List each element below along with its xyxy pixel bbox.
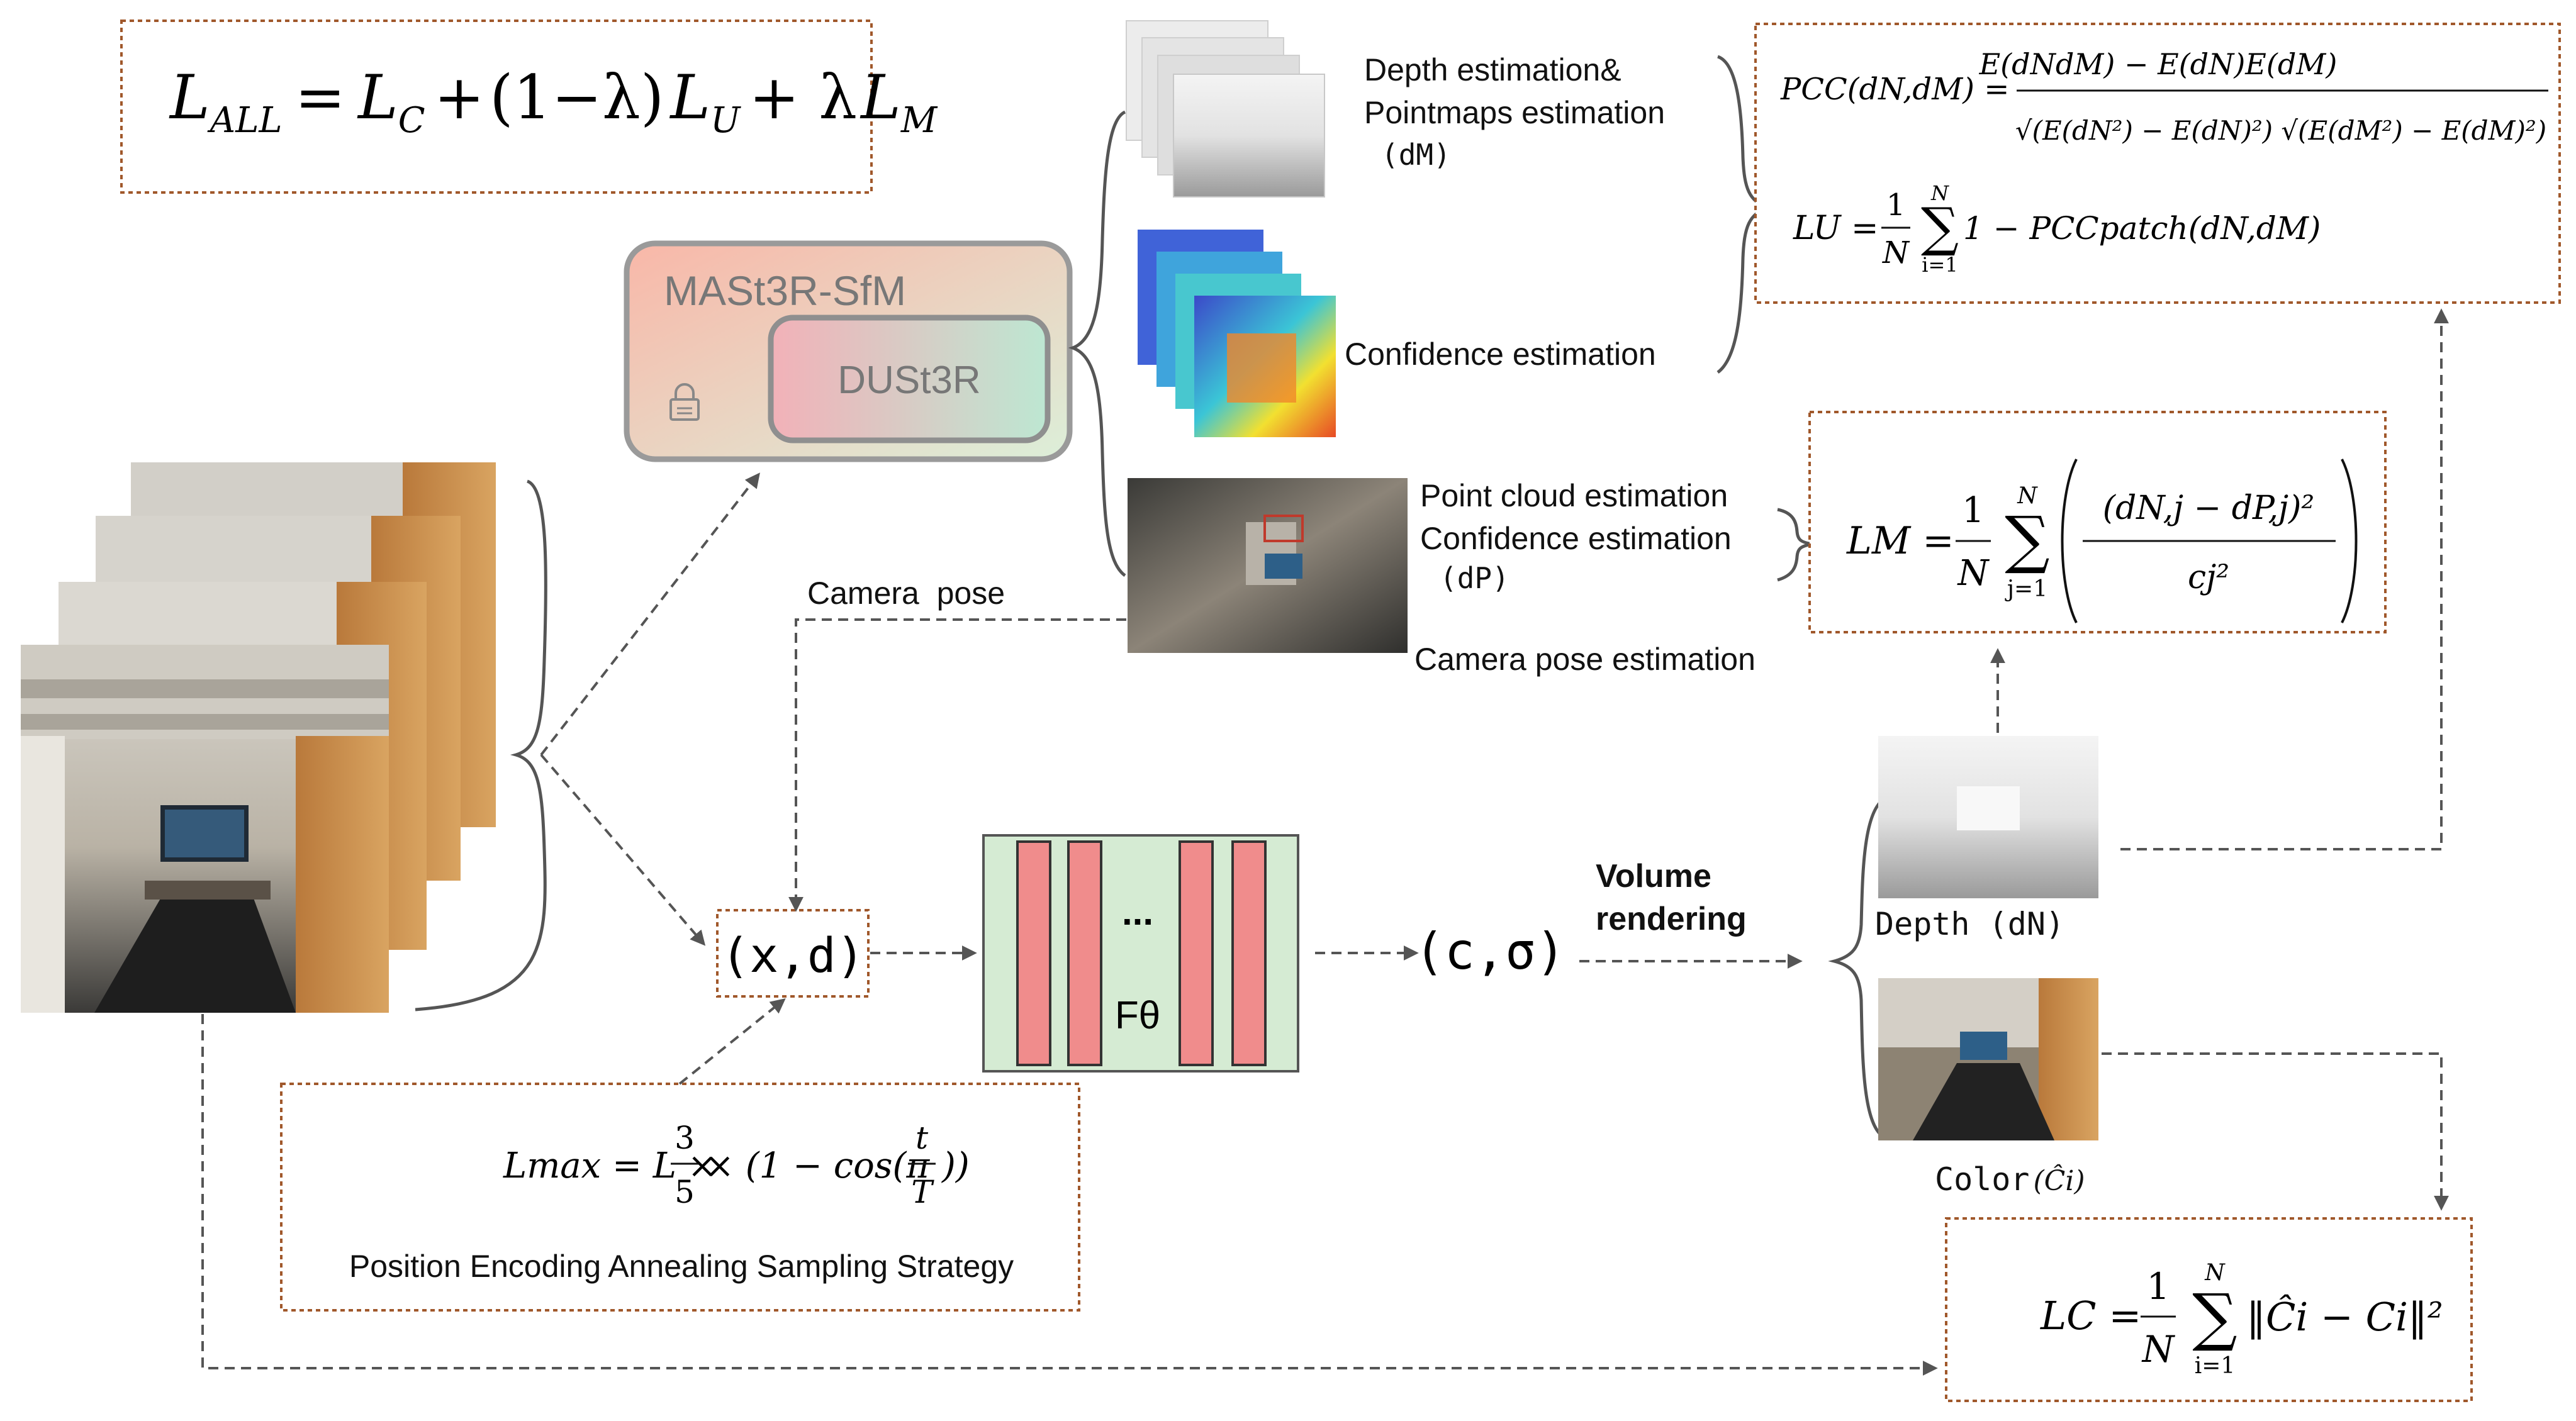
lm-sum-bot: j=1 [2005,576,2047,602]
lc-lhs: LC = [2040,1293,2141,1339]
lc-sum-sign: ∑ [2192,1280,2237,1354]
lmax-frac-num: 3 [675,1120,695,1156]
lmax-t: t [916,1120,929,1156]
network-label: Fθ [1115,994,1160,1037]
loss-all-box [120,20,873,194]
pcc-lhs: PCC(dN,dM) = [1780,72,2009,107]
camera-pose-label: Camera pose [807,576,1005,611]
lmax-frac-den: 5 [675,1174,695,1210]
lm-frac-num: 1 [1962,490,1985,531]
lm-left-paren [2061,459,2078,623]
arrow-input-to-lc [201,1014,1938,1376]
lc-body: ‖Ĉi − Ci‖² [2246,1294,2443,1340]
network-dots: ... [1122,891,1153,933]
lc-frac-den: N [2141,1328,2176,1371]
lm-right-paren [2341,459,2358,623]
lu-sum-top: N [1930,181,1949,205]
lmax-lhs: Lmax = L × [503,1145,717,1186]
network-layer-2 [1067,840,1102,1066]
lm-sum-sign: ∑ [2005,503,2049,576]
lu-body: 1 − PCCpatch(dN,dM) [1963,210,2321,247]
dust3r-label: DUSt3R [837,359,980,402]
depth-estimation-line1: Depth estimation& [1364,52,1621,87]
depth-estimation-line2: Pointmaps estimation [1364,95,1665,130]
input-images-stack [21,462,496,1013]
arrow-input-to-xd [540,754,706,946]
annealing-label: Position Encoding Annealing Sampling Str… [349,1249,1014,1284]
arrow-input-to-mast3r [540,472,760,756]
rendered-color-image [1878,978,2098,1140]
pcc-numerator: E(dNdM) − E(dN)E(dM) [1979,47,2338,81]
color-output-label: Color(Ĉi) [1935,1161,2085,1198]
depth-output-label: Depth (dN) [1875,906,2064,942]
network-layer-4 [1231,840,1267,1066]
lm-numerator: (dN,j − dP,j)² [2103,489,2315,527]
lc-sum-top: N [2204,1260,2226,1286]
lm-sum-top: N [2017,483,2038,509]
lm-frac-den: N [1957,553,1990,594]
dust3r-box [768,315,1051,443]
pcc-lu-box [1754,23,2561,304]
confidence-estimation-label: Confidence estimation [1345,337,1656,372]
camera-pose-estimation-label: Camera pose estimation [1414,642,1756,677]
lm-brace [1777,508,1813,582]
point-cloud-image [1128,478,1408,653]
lmax-body: × (1 − cos(π [705,1145,930,1186]
lu-sum-bot: i=1 [1922,253,1957,277]
point-cloud-symbol: (dP) [1440,561,1509,595]
lc-box [1945,1217,2473,1402]
network-layer-1 [1016,840,1051,1066]
loss-all-formula: LALL=LC+(1−λ)LU+ λLM [169,62,938,141]
arrow-color-to-lc [2102,1052,2449,1211]
input-brace [415,479,547,1011]
lm-lhs: LM = [1846,519,1954,563]
lmax-close: )) [941,1145,970,1186]
mast3r-output-brace [1068,110,1126,577]
input-image-1 [21,645,389,1013]
lock-icon [669,383,700,421]
lm-box [1808,411,2387,633]
lmax-box [280,1083,1080,1312]
lc-frac-num: 1 [2147,1265,2170,1308]
xd-box [716,909,870,998]
arrow-lmax-to-xd [678,998,786,1085]
point-cloud-line1: Point cloud estimation [1420,478,1728,513]
rendered-depth-image [1878,736,2098,898]
point-cloud-line2: Confidence estimation [1420,521,1732,556]
lu-formula: LU = [1793,209,1879,247]
volume-rendering-line2: rendering [1596,901,1747,937]
network-layer-3 [1179,840,1214,1066]
render-output-brace [1828,797,1886,1139]
c-sigma-label: (c,σ) [1414,922,1566,981]
depth-maps-stack [1126,20,1325,198]
lmax-T: T [911,1174,934,1210]
lu-sum-sign: ∑ [1921,196,1959,258]
arrow-depth-to-pcc [2120,308,2449,850]
confidence-maps-stack [1138,230,1336,437]
lc-sum-bot: i=1 [2195,1353,2236,1379]
volume-rendering-line1: Volume [1596,858,1711,894]
mast3r-sfm-title: MASt3R-SfM [664,267,906,314]
arrow-camera-pose-to-xd [788,618,1126,912]
lm-denominator: cj² [2188,559,2229,596]
pcc-denominator: √(E(dN²) − E(dN)²) √(E(dM²) − E(dM)²) [2015,115,2546,146]
lu-frac-den: N [1882,235,1910,270]
xd-label: (x,d) [721,927,865,983]
lu-frac-num: 1 [1886,187,1906,223]
depth-estimation-symbol: (dM) [1381,138,1451,172]
